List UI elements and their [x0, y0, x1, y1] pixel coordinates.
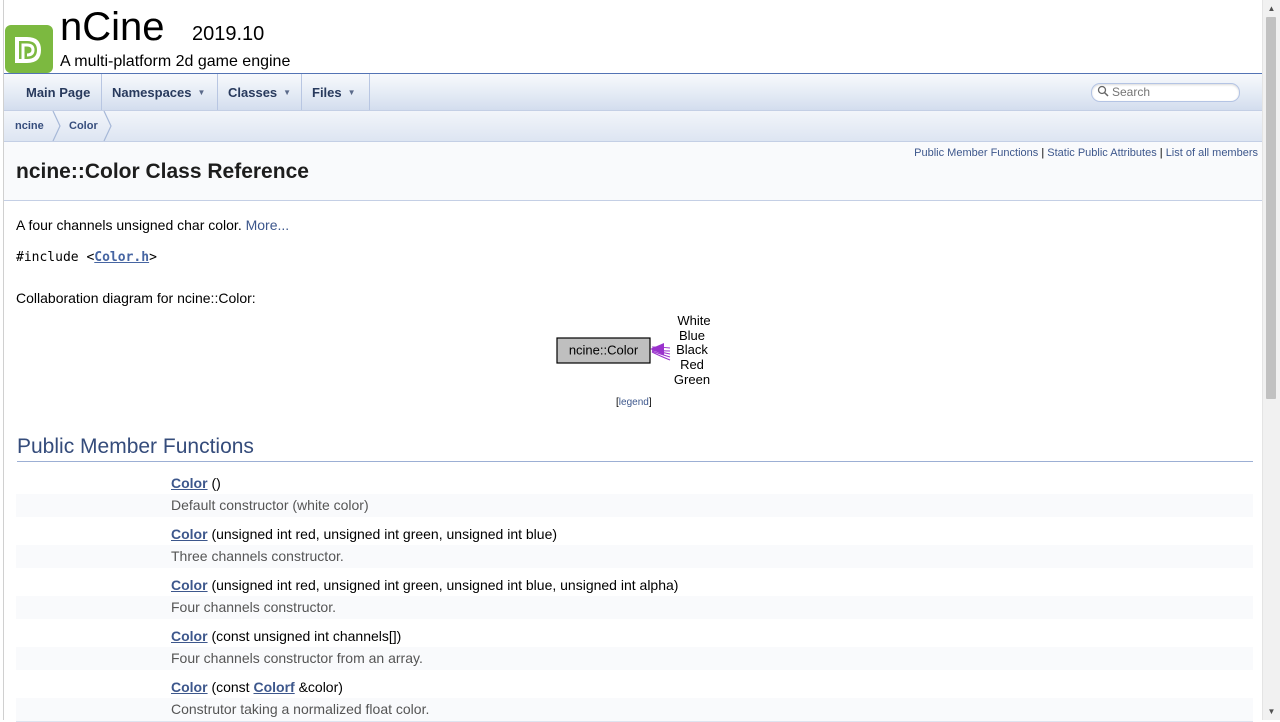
diagram-attribute: Green: [674, 372, 710, 387]
diagram-attribute: Blue: [679, 328, 705, 343]
diagram-attribute: White: [677, 313, 710, 328]
breadcrumb-item-color[interactable]: Color: [69, 111, 98, 141]
member-link[interactable]: Color: [171, 679, 208, 695]
breadcrumb-separator-icon: [103, 111, 112, 141]
include-file-link[interactable]: Color.h: [94, 250, 150, 265]
member-link[interactable]: Color: [171, 628, 208, 644]
tab-classes[interactable]: Classes ▼: [218, 74, 302, 110]
include-line: #include <Color.h>: [16, 250, 157, 265]
member-signature: Color (unsigned int red, unsigned int gr…: [171, 526, 557, 542]
search-input[interactable]: [1112, 85, 1232, 99]
class-header: Public Member Functions | Static Public …: [4, 142, 1262, 201]
vertical-scrollbar[interactable]: ▲ ▼: [1262, 0, 1280, 720]
link-public-member-functions[interactable]: Public Member Functions: [914, 147, 1039, 159]
caret-down-icon: ▼: [283, 87, 292, 97]
main-nav: Main Page Namespaces ▼ Classes ▼ Files ▼: [4, 74, 1262, 111]
member-params: (unsigned int red, unsigned int green, u…: [207, 526, 558, 542]
member-desc-background: [16, 698, 1253, 721]
member-signature: Color (): [171, 475, 221, 491]
member-desc-background: [16, 596, 1253, 619]
member-description: Default constructor (white color): [171, 497, 369, 513]
tab-label: Namespaces: [112, 84, 192, 100]
breadcrumb-separator-icon: [52, 111, 61, 141]
brief-text: A four channels unsigned char color.: [16, 217, 246, 233]
member-description: Construtor taking a normalized float col…: [171, 701, 430, 717]
summary-separator: |: [1156, 147, 1166, 159]
scroll-up-icon[interactable]: ▲: [1267, 4, 1276, 13]
member-description: Four channels constructor.: [171, 599, 336, 615]
tab-namespaces[interactable]: Namespaces ▼: [102, 74, 218, 110]
member-params: &color): [294, 679, 343, 695]
breadcrumb: ncine Color: [4, 111, 1262, 142]
member-link[interactable]: Color: [171, 577, 208, 593]
more-link[interactable]: More...: [245, 217, 290, 233]
header-summary: Public Member Functions | Static Public …: [914, 147, 1258, 159]
breadcrumb-label: Color: [69, 120, 98, 132]
diagram-edge: [651, 350, 671, 358]
project-version: 2019.10: [192, 23, 265, 45]
member-link[interactable]: Color: [171, 526, 208, 542]
member-row: Color () Default constructor (white colo…: [16, 466, 1253, 518]
scrollbar-thumb[interactable]: [1266, 17, 1276, 399]
member-row: Color (unsigned int red, unsigned int gr…: [16, 568, 1253, 620]
collaboration-diagram[interactable]: ncine::Color White Blue Black Red Green: [4, 310, 1262, 400]
member-params: (const: [207, 679, 254, 695]
legend-bracket: ]: [648, 397, 652, 408]
diagram-legend: [legend]: [616, 397, 652, 408]
member-description: Four channels constructor from an array.: [171, 650, 423, 666]
member-row: Color (const Colorf &color) Construtor t…: [16, 670, 1253, 722]
project-name: nCine: [60, 5, 165, 49]
section-divider: [17, 461, 1253, 462]
search-box[interactable]: [1091, 83, 1240, 102]
page-title: ncine::Color Class Reference: [16, 160, 309, 183]
tab-label: Classes: [228, 84, 278, 100]
section-title[interactable]: Public Member Functions: [17, 435, 254, 458]
diagram-attribute: Red: [680, 357, 704, 372]
scroll-down-icon[interactable]: ▼: [1267, 707, 1276, 716]
member-desc-background: [16, 647, 1253, 670]
diagram-node-label: ncine::Color: [569, 343, 639, 358]
member-params: (): [207, 475, 221, 491]
class-brief: A four channels unsigned char color. Mor…: [16, 217, 289, 233]
legend-bracket: [: [616, 397, 619, 408]
member-signature: Color (unsigned int red, unsigned int gr…: [171, 577, 678, 593]
legend-link[interactable]: legend: [618, 397, 649, 408]
summary-separator: |: [1038, 147, 1048, 159]
caret-down-icon: ▼: [347, 87, 356, 97]
include-prefix: #include <: [16, 250, 95, 265]
diagram-attribute: Black: [676, 342, 708, 357]
title-area: nCine 2019.10 A multi-platform 2d game e…: [4, 0, 1262, 74]
doc-page: nCine 2019.10 A multi-platform 2d game e…: [3, 0, 1262, 722]
diagram-edge: [651, 351, 671, 361]
collaboration-label: Collaboration diagram for ncine::Color:: [16, 290, 256, 306]
include-suffix: >: [149, 250, 157, 265]
search-icon[interactable]: [1097, 85, 1109, 100]
member-params: (unsigned int red, unsigned int green, u…: [207, 577, 679, 593]
member-row: Color (unsigned int red, unsigned int gr…: [16, 517, 1253, 569]
tab-label: Files: [312, 84, 342, 100]
member-description: Three channels constructor.: [171, 548, 344, 564]
diagram-arrowhead-icon: [650, 343, 664, 355]
ncine-logo-icon: [5, 25, 53, 73]
link-static-public-attributes[interactable]: Static Public Attributes: [1047, 147, 1157, 159]
breadcrumb-item-ncine[interactable]: ncine: [15, 111, 44, 141]
breadcrumb-label: ncine: [15, 120, 44, 132]
tab-label: Main Page: [26, 84, 91, 100]
link-list-of-all-members[interactable]: List of all members: [1165, 147, 1258, 159]
diagram-node[interactable]: [556, 337, 651, 364]
member-signature: Color (const Colorf &color): [171, 679, 343, 695]
caret-down-icon: ▼: [197, 87, 206, 97]
member-params: (const unsigned int channels[]): [207, 628, 402, 644]
project-brief: A multi-platform 2d game engine: [60, 53, 291, 70]
member-desc-background: [16, 494, 1253, 517]
member-link[interactable]: Color: [171, 475, 208, 491]
member-row: Color (const unsigned int channels[]) Fo…: [16, 619, 1253, 671]
member-desc-background: [16, 545, 1253, 568]
tab-main-page[interactable]: Main Page: [4, 74, 102, 110]
member-signature: Color (const unsigned int channels[]): [171, 628, 401, 644]
colorf-link[interactable]: Colorf: [253, 679, 295, 695]
tab-files[interactable]: Files ▼: [302, 74, 370, 110]
